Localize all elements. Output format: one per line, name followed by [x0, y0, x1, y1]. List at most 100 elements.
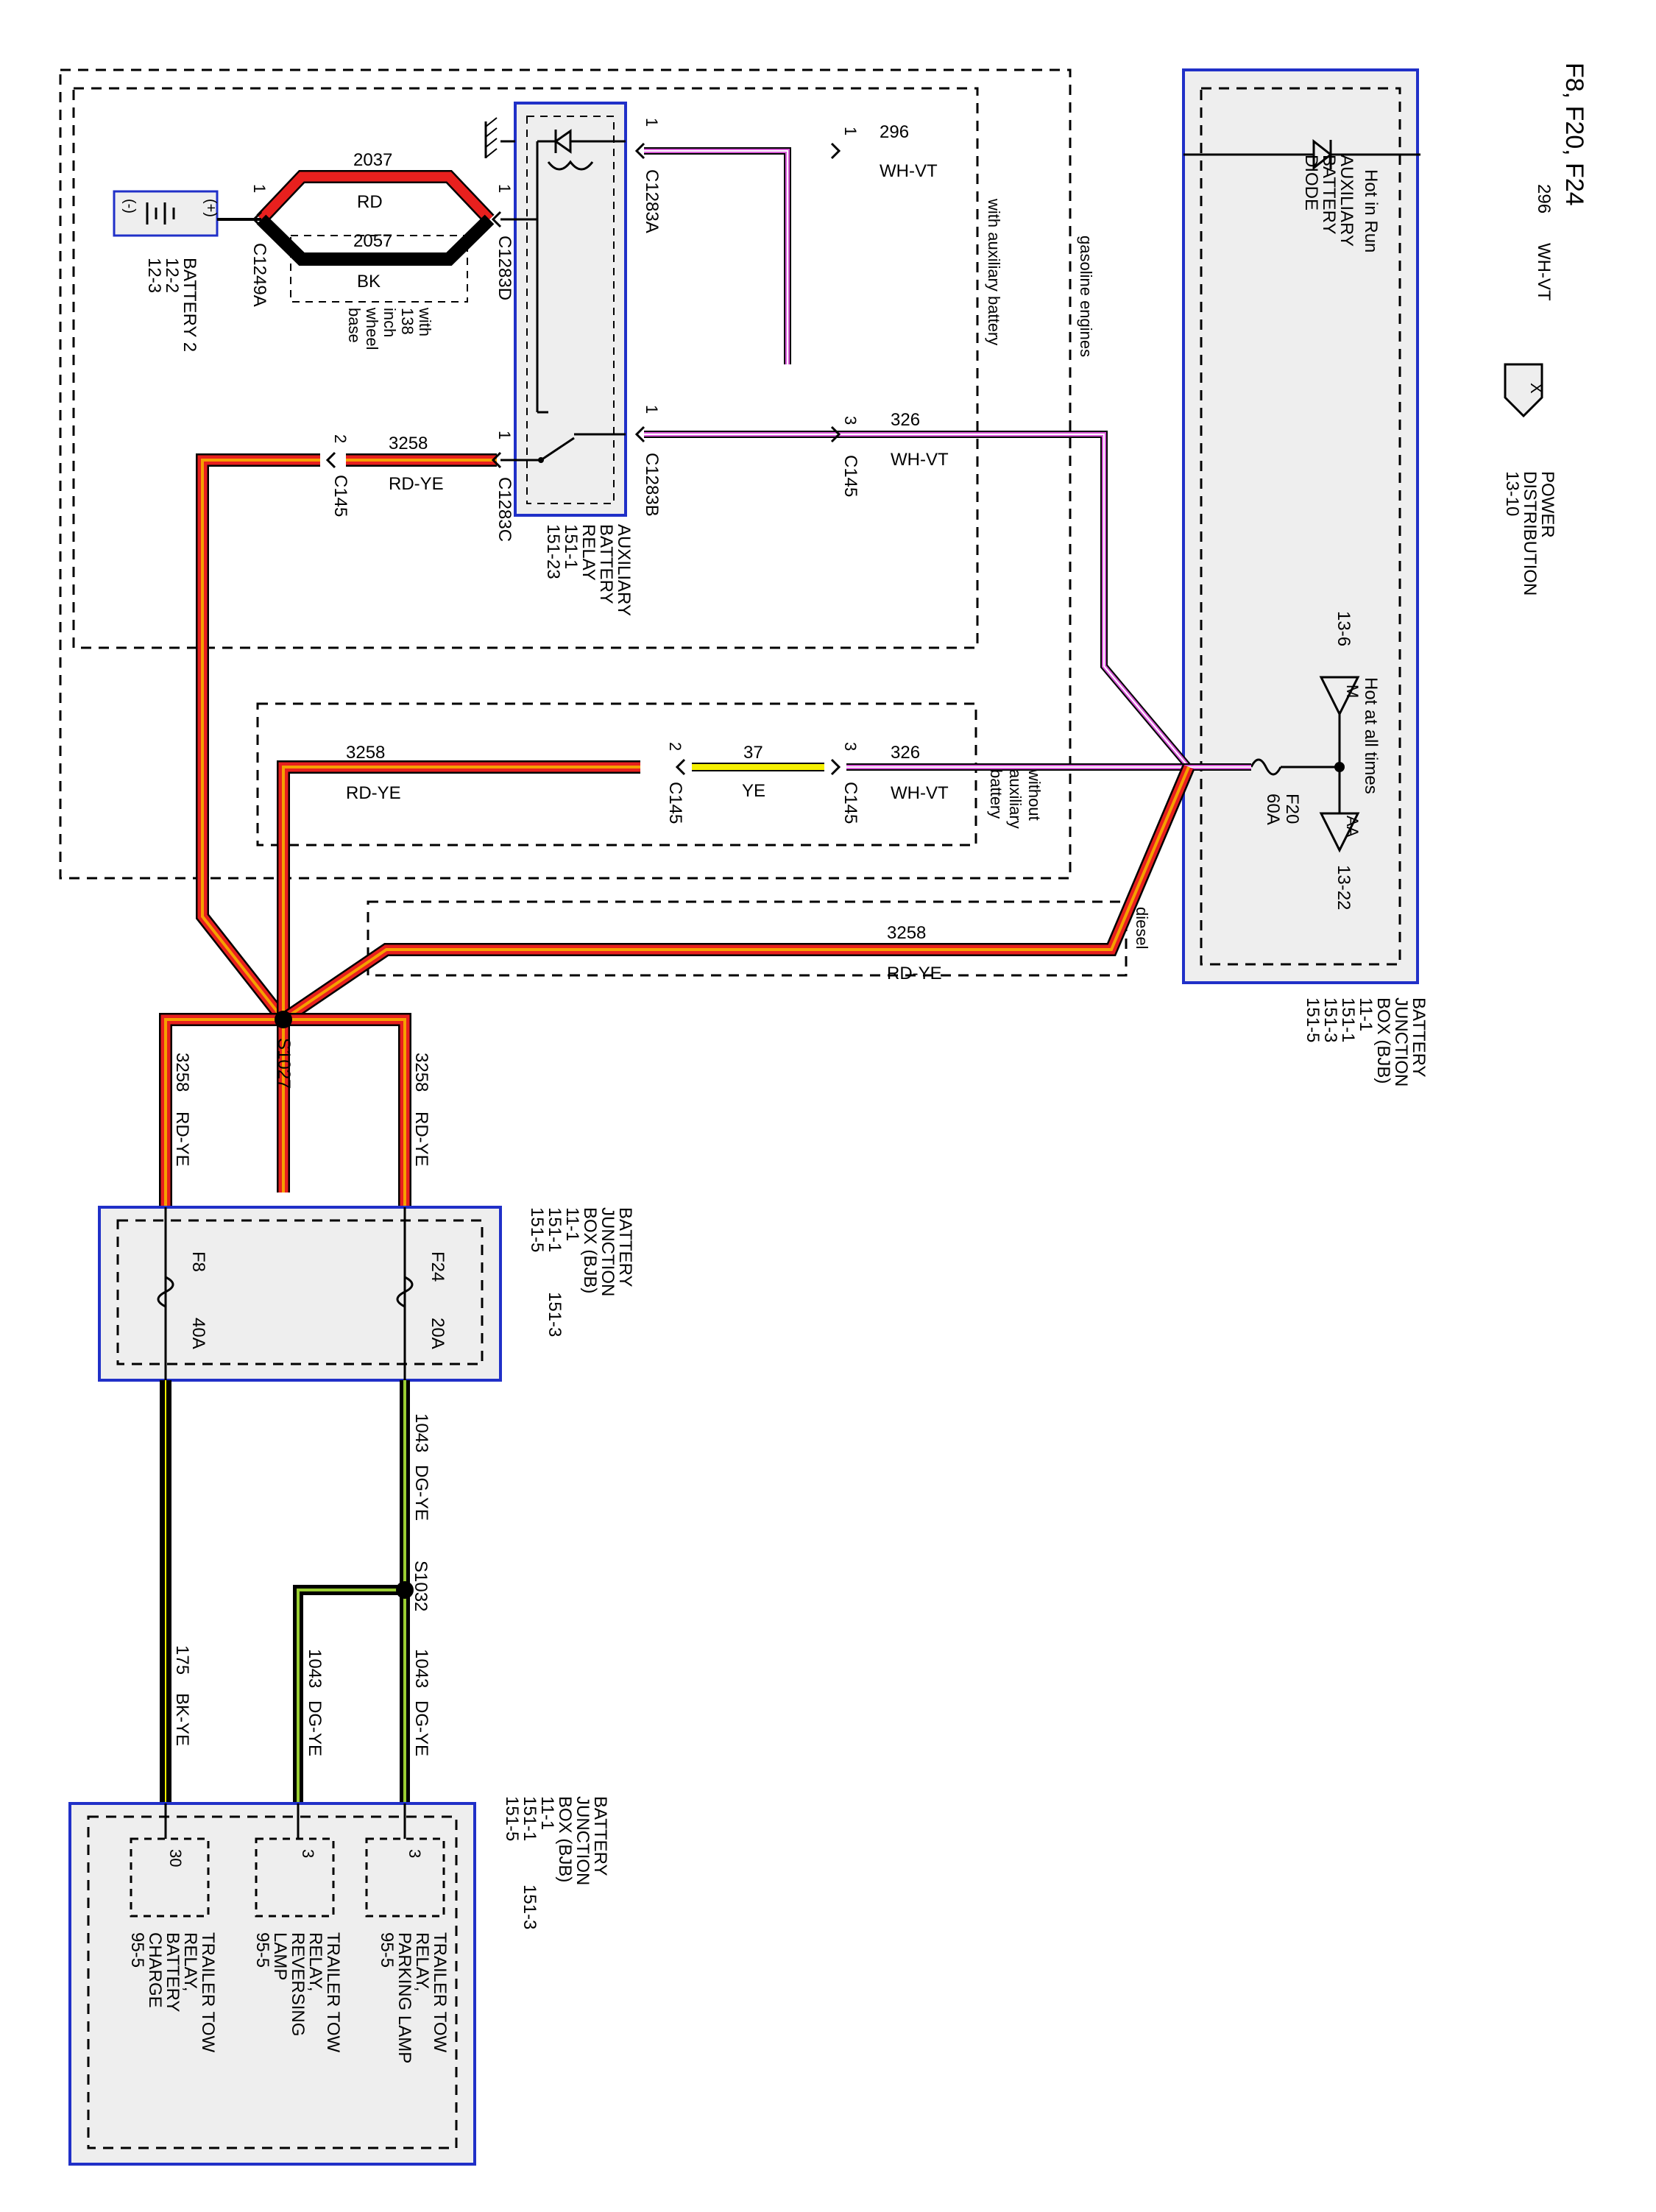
pd-label-3: 13-10: [1502, 471, 1522, 516]
fuse-f8-name: F8: [188, 1251, 208, 1272]
bjb-top-ref-2: 151-1: [1338, 997, 1358, 1042]
relay-inner: [526, 116, 615, 504]
battery2-plus: (+): [202, 199, 219, 217]
battery2-ref2: 12-3: [144, 258, 164, 293]
c1283b-pin: 1: [643, 405, 661, 414]
wire-2037: [256, 170, 495, 225]
wheelbase-box: [290, 235, 468, 303]
relay-reversing-l3: REVERSING: [288, 1932, 308, 2036]
c1283b-label: C1283B: [642, 453, 662, 517]
relay-parking-l2: RELAY,: [412, 1932, 432, 1992]
ground-hatch-icon: [484, 117, 498, 158]
bjb-top-ref-3: 151-3: [1320, 997, 1340, 1042]
relay-pin-box-parking: [365, 1837, 445, 1918]
without-aux-label-3: battery: [987, 769, 1005, 819]
battery-icon: [146, 202, 175, 225]
w296-color-vertical: WH-VT: [1534, 243, 1554, 301]
w3258-color-diesel: RD-YE: [887, 964, 942, 983]
connector-chevrons: [252, 142, 841, 776]
w296-circuit-vertical: 296: [1534, 184, 1554, 213]
bjb-bot-label-1: BATTERY: [590, 1796, 610, 1876]
diesel-region-box: [367, 900, 1128, 977]
gasoline-engines-label: gasoline engines: [1077, 236, 1095, 357]
bjb-mid-label-1: BATTERY: [615, 1207, 635, 1287]
wheelbase-label-2: 138: [398, 308, 417, 335]
ground-ref-13-6: 13-6: [1334, 611, 1354, 646]
gasoline-region-box: [59, 68, 1072, 880]
fuse-f24-rating: 20A: [428, 1318, 447, 1349]
c1249a-pin: 1: [250, 184, 269, 193]
ground-m-icon: M: [1319, 676, 1362, 717]
relay-reversing-l2: RELAY,: [305, 1932, 325, 1992]
w3258-color-f24: RD-YE: [411, 1112, 431, 1167]
c145-37-pin-2: 2: [666, 742, 684, 751]
w37-color: YE: [742, 781, 765, 801]
bjb-top-label-3: BOX (BJB): [1373, 997, 1393, 1084]
relay-parking-pin: 3: [406, 1849, 424, 1858]
relay-charge-l3: BATTERY: [163, 1932, 183, 2012]
w326-color-noaux: WH-VT: [891, 783, 949, 803]
pd-label-1: POWER: [1538, 471, 1557, 538]
fuse-f20-rating: 60A: [1263, 794, 1283, 825]
w3258-color-aux: RD-YE: [389, 474, 444, 494]
relay-parking-l1: TRAILER TOW: [430, 1932, 450, 2052]
w296-color: WH-VT: [880, 161, 938, 181]
w3258-color-f8: RD-YE: [172, 1112, 192, 1167]
c1283d-pin: 1: [495, 184, 514, 193]
w3258-circuit-f8: 3258: [172, 1053, 192, 1092]
c1283c-pin: 1: [495, 431, 514, 439]
relay-box: [514, 102, 627, 517]
fuse-f24-icon: [396, 1276, 414, 1308]
relay-label-2: BATTERY: [596, 524, 616, 604]
c145-326-pin: 3: [841, 416, 860, 425]
w2057-color: BK: [357, 272, 381, 291]
relay-charge-l2: RELAY,: [180, 1932, 200, 1992]
relay-ref-1: 151-1: [561, 524, 581, 569]
c1283c-label: C1283C: [495, 477, 514, 542]
c145-326-label: C145: [841, 455, 860, 497]
fuse-f8-rating: 40A: [188, 1318, 208, 1349]
c1249a-label: C1249A: [250, 243, 269, 307]
wheelbase-label-3: inch: [381, 308, 399, 337]
w2037-circuit: 2037: [353, 150, 392, 170]
bjb-top-ref-4: 151-5: [1303, 997, 1323, 1042]
s1027-label: S1027: [274, 1038, 294, 1089]
relay-ref-2: 151-23: [543, 524, 563, 579]
c145-3258-label: C145: [330, 475, 350, 517]
relay-parking-l4: 95-5: [377, 1932, 397, 1968]
battery2-minus: (-): [121, 199, 138, 213]
relay-reversing-pin: 3: [299, 1849, 317, 1858]
relay-pin-box-charge: [130, 1837, 210, 1918]
bjb-bot-ref-4: 151-5: [502, 1796, 522, 1841]
relay-charge-l1: TRAILER TOW: [198, 1932, 218, 2052]
connector-x-label: X: [1527, 383, 1546, 394]
relay-coil-icon: [536, 129, 626, 414]
battery2-name: BATTERY 2: [180, 258, 199, 352]
bjb-top-box: [1182, 68, 1419, 984]
pd-label-2: DISTRIBUTION: [1520, 471, 1540, 596]
c145-3258-pin: 2: [331, 434, 350, 443]
c1283d-label: C1283D: [495, 236, 514, 300]
wheelbase-label-5: base: [345, 308, 364, 343]
diode-label-2: BATTERY: [1319, 155, 1339, 234]
w37-circuit: 37: [743, 743, 763, 763]
s1032-label: S1032: [411, 1561, 431, 1611]
power-distribution-connector: [1504, 363, 1543, 418]
bjb-middle-box: [98, 1206, 502, 1382]
ground-aa-icon: AA: [1319, 812, 1362, 853]
bjb-mid-ref-1: 11-1: [562, 1207, 582, 1241]
bjb-bot-label-2: JUNCTION: [573, 1796, 592, 1885]
fuse-f24-name: F24: [428, 1251, 447, 1282]
with-aux-battery-label: with auxiliary battery: [985, 198, 1003, 345]
w1043-circuit-right: 1043: [411, 1649, 431, 1688]
wheelbase-label-1: with: [416, 307, 434, 336]
bjb-bottom-box: [68, 1802, 476, 2166]
w1043-color-left: DG-YE: [305, 1700, 325, 1756]
ground-ref-13-22: 13-22: [1334, 865, 1354, 910]
relay-parking-l3: PARKING LAMP: [394, 1932, 414, 2063]
w2057-circuit: 2057: [353, 231, 392, 251]
wire-2057: [256, 214, 495, 266]
bjb-middle-inner: [116, 1219, 484, 1365]
